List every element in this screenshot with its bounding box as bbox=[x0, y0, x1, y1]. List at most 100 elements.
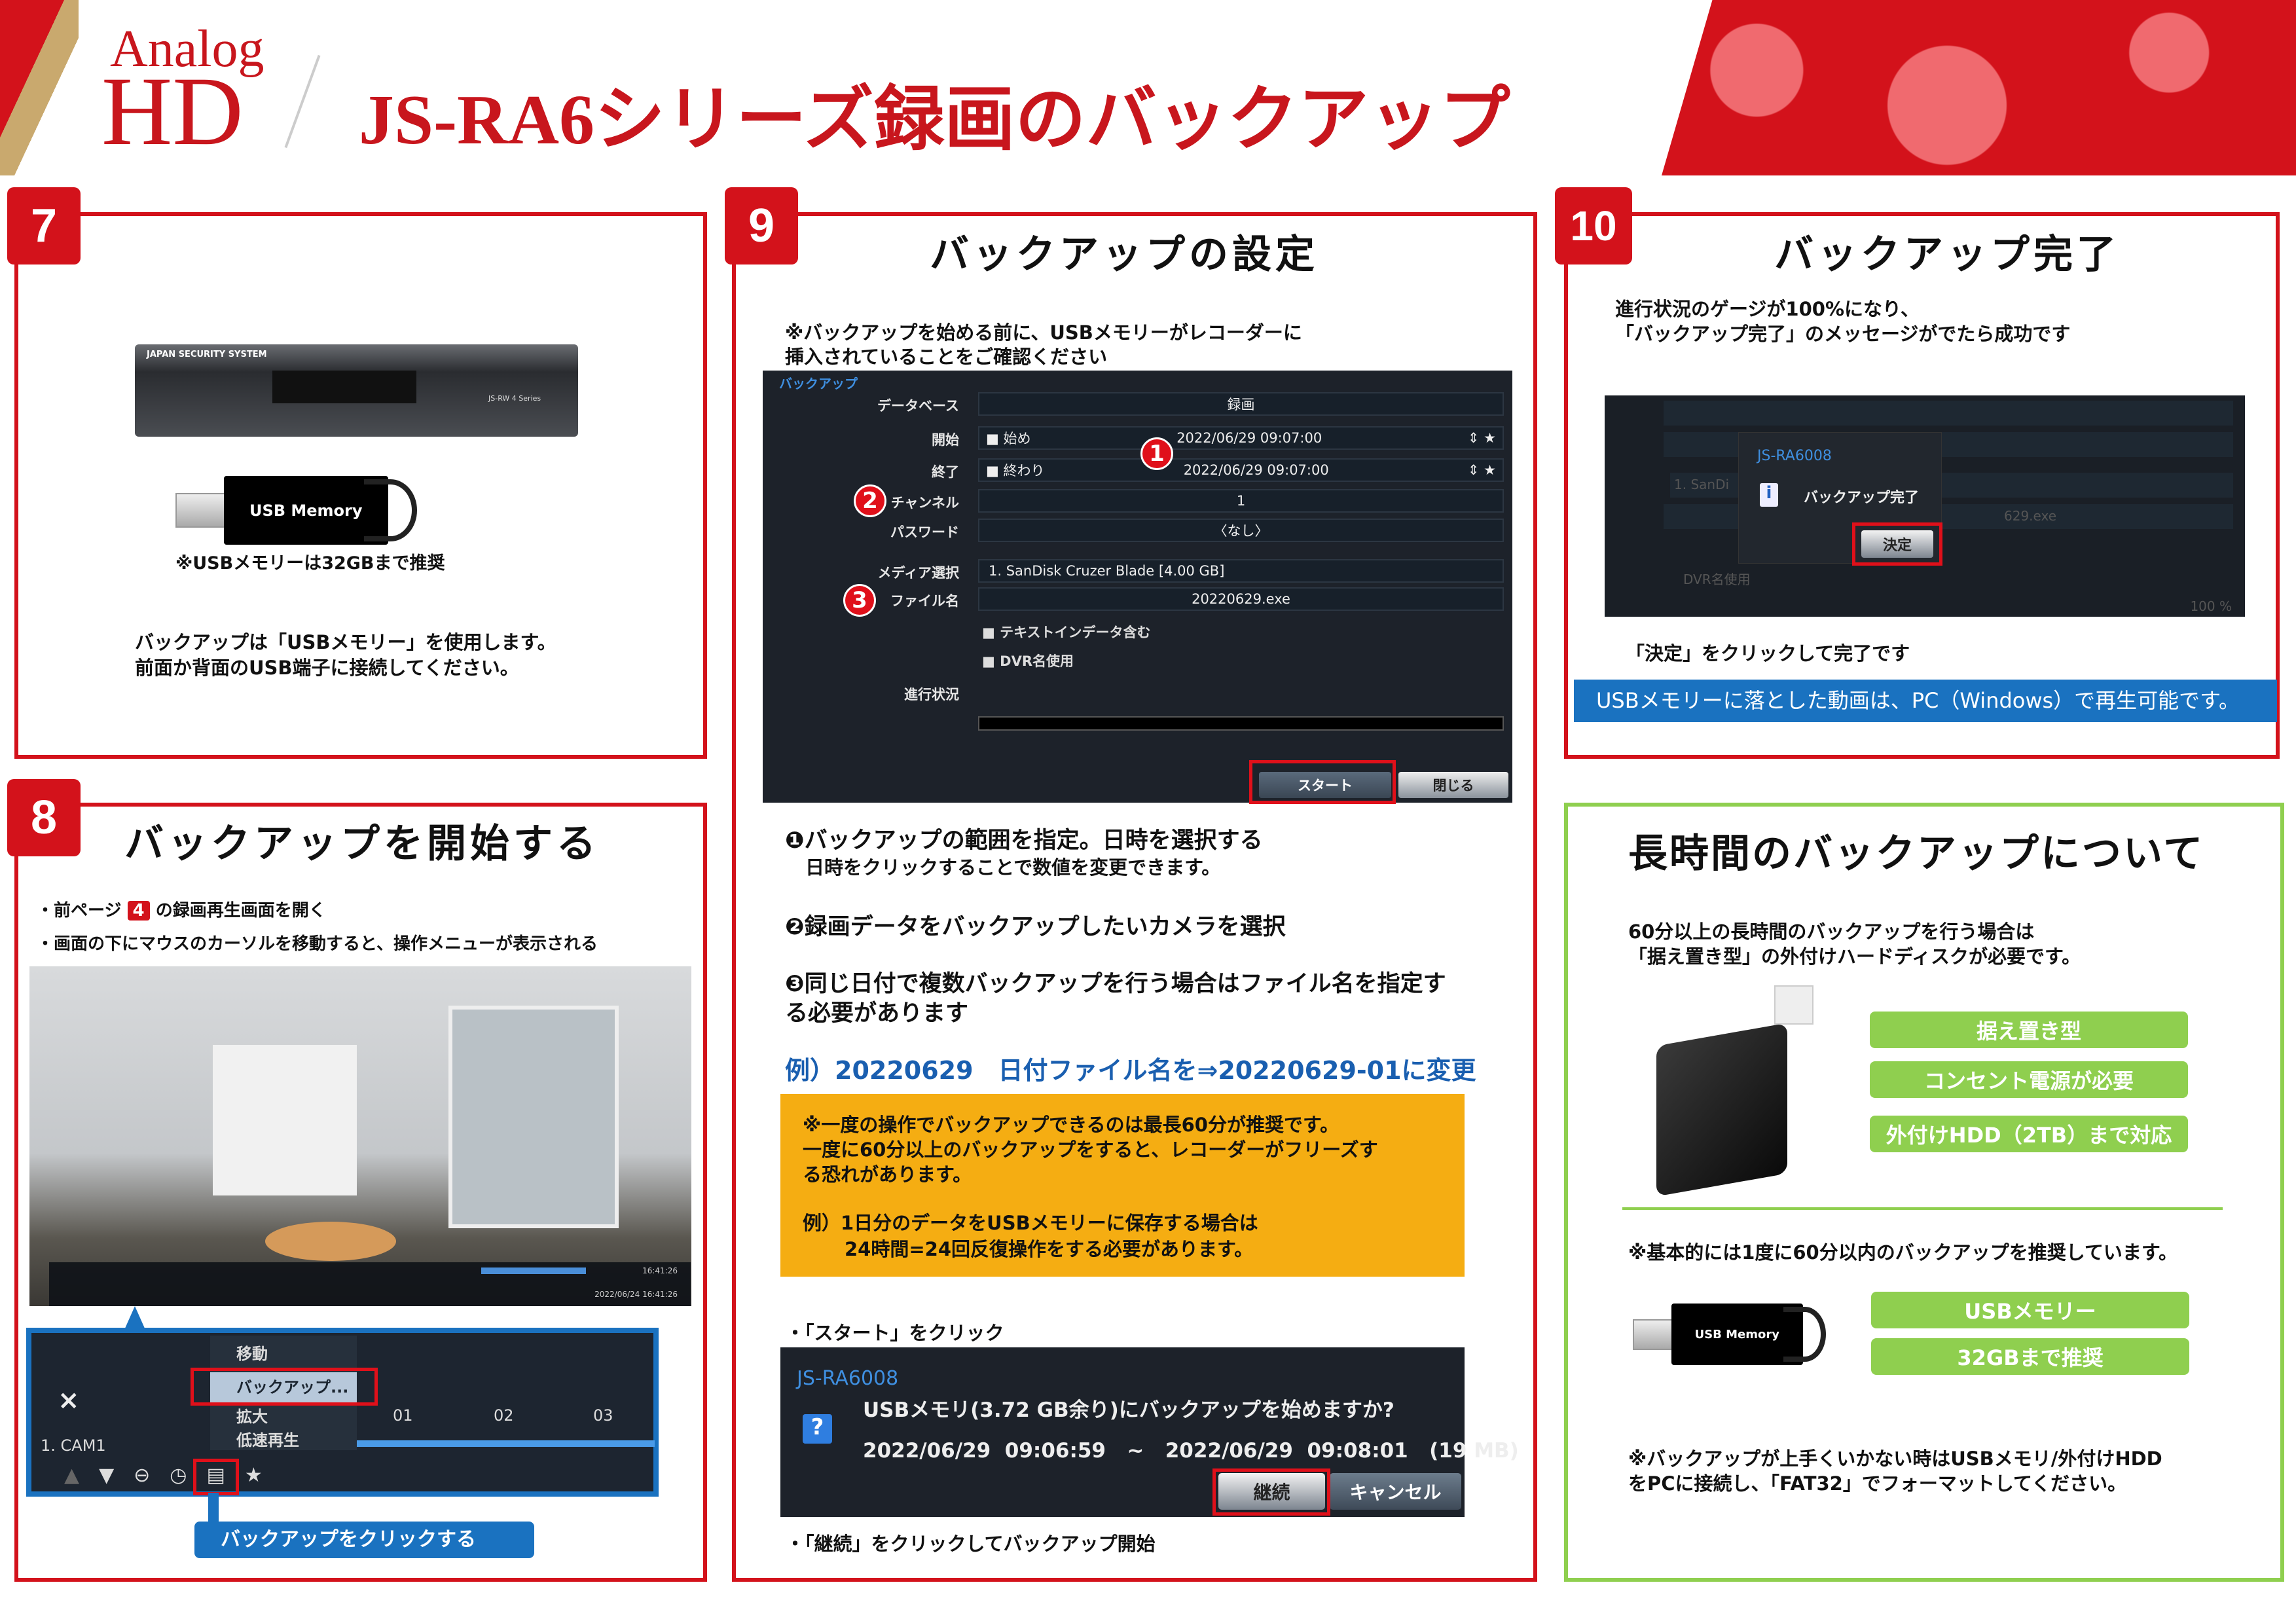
long-foot-2: をPCに接続し、「FAT32」でフォーマットしてください。 bbox=[1628, 1472, 2127, 1495]
office-door bbox=[448, 1006, 619, 1228]
media-label: メディア選択 bbox=[877, 565, 959, 581]
warning-line-5: 24時間=24回反復操作をする必要があります。 bbox=[845, 1238, 1254, 1260]
s10-text-1: 進行状況のゲージが100%になり、 bbox=[1615, 298, 1920, 320]
channel-label: チャンネル bbox=[890, 495, 959, 511]
s8-bullet-1: ・前ページ 4 の録画再生画面を開く bbox=[37, 897, 326, 921]
section-10-badge: 10 bbox=[1555, 187, 1632, 264]
bg-progress: 100 % bbox=[2190, 598, 2232, 614]
highlight-ok-button bbox=[1852, 522, 1942, 566]
ok-button[interactable]: 決定 bbox=[1861, 530, 1933, 558]
start-time: 2022/06/29 09:07:00 bbox=[1176, 430, 1322, 446]
s8-bullet-2: ・画面の下にマウスのカーソルを移動すると、操作メニューが表示される bbox=[37, 934, 598, 954]
dvr-model: JS-RW 4 Series bbox=[488, 394, 541, 403]
menu-item-move[interactable]: 移動 bbox=[236, 1345, 268, 1363]
tag-32gb: 32GBまで推奨 bbox=[1871, 1338, 2189, 1375]
explain-2: ❷録画データをバックアップしたいカメラを選択 bbox=[785, 914, 1286, 940]
backup-icon[interactable]: ▤ bbox=[206, 1464, 225, 1487]
start-time-field[interactable]: ■ 始め 2022/06/29 09:07:00 ⇕ ★ bbox=[978, 426, 1504, 450]
tick-02: 02 bbox=[494, 1406, 514, 1425]
up-arrow-icon[interactable]: ▲ bbox=[64, 1464, 80, 1487]
channel-field[interactable]: 1 bbox=[978, 489, 1504, 513]
warning-line-1: ※一度の操作でバックアップできるのは最長60分が推奨です。 bbox=[803, 1114, 1339, 1136]
confirm-message: USBメモリ(3.72 GB余り)にバックアップを始めますか? bbox=[863, 1398, 1394, 1422]
zoom-out-icon[interactable]: ⊖ bbox=[134, 1464, 151, 1487]
s10-title: バックアップ完了 bbox=[1774, 232, 2120, 278]
logo-hd: HD bbox=[101, 57, 244, 166]
question-icon: ? bbox=[803, 1414, 832, 1444]
playback-date: 2022/06/24 16:41:26 bbox=[594, 1290, 678, 1299]
tag-outlet-power: コンセント電源が必要 bbox=[1870, 1061, 2188, 1098]
tick-01: 01 bbox=[393, 1406, 413, 1425]
marker-1: 1 bbox=[1140, 437, 1173, 470]
click-start-instruction: ・「スタート」をクリック bbox=[786, 1322, 1004, 1344]
timeline-progress bbox=[481, 1267, 586, 1274]
external-hdd-image bbox=[1656, 1023, 1787, 1197]
dvr-brand: JAPAN SECURITY SYSTEM bbox=[147, 350, 267, 359]
start-checkbox[interactable]: ■ 始め bbox=[986, 431, 1031, 447]
calendar-clock-icon[interactable]: ◷ bbox=[170, 1464, 187, 1487]
logo-divider bbox=[284, 54, 321, 149]
s7-text-2: 前面か背面のUSB端子に接続してください。 bbox=[135, 657, 519, 679]
highlight-backup-menu bbox=[191, 1368, 378, 1406]
playback-time: 16:41:26 bbox=[642, 1266, 678, 1275]
info-icon: i bbox=[1760, 483, 1778, 507]
filename-field[interactable]: 20220629.exe bbox=[978, 587, 1504, 611]
dvr-name-label: DVR名使用 bbox=[1000, 653, 1074, 669]
progress-bar bbox=[978, 716, 1504, 731]
continue-button[interactable]: 継続 bbox=[1218, 1473, 1325, 1510]
s10-after-text: 「決定」をクリックして完了です bbox=[1626, 642, 1910, 665]
context-menu: 移動 バックアップ... 拡大 低速再生 bbox=[210, 1336, 357, 1450]
click-continue-instruction: ・「継続」をクリックしてバックアップ開始 bbox=[786, 1533, 1156, 1555]
section-9-badge: 9 bbox=[725, 187, 798, 264]
usb-memory-image: USB Memory bbox=[1633, 1304, 1826, 1365]
tag-usb-memory: USBメモリー bbox=[1871, 1292, 2189, 1328]
menu-item-slow[interactable]: 低速再生 bbox=[236, 1431, 299, 1450]
star-icon[interactable]: ⇕ ★ bbox=[1467, 462, 1496, 478]
playback-camera-image: 16:41:26 2022/06/24 16:41:26 bbox=[29, 966, 691, 1306]
media-select[interactable]: 1. SanDisk Cruzer Blade [4.00 GB] bbox=[978, 559, 1504, 583]
office-table bbox=[265, 1222, 396, 1261]
start-check-label: 始め bbox=[1003, 431, 1031, 447]
explain-3a: ❸同じ日付で複数バックアップを行う場合はファイル名を指定す bbox=[785, 971, 1446, 997]
end-time-field[interactable]: ■ 終わり 2022/06/29 09:07:00 ⇕ ★ bbox=[978, 458, 1504, 482]
page-title: JS-RA6シリーズ録画のバックアップ bbox=[359, 81, 1510, 159]
filename-label: ファイル名 bbox=[890, 593, 959, 609]
menu-item-backup[interactable]: バックアップ... bbox=[210, 1372, 357, 1402]
office-wall bbox=[213, 1045, 357, 1195]
s10-text-2: 「バックアップ完了」のメッセージがでたら成功です bbox=[1615, 323, 2071, 345]
start-button[interactable]: スタート bbox=[1259, 772, 1391, 798]
power-outlet-image bbox=[1774, 985, 1813, 1025]
header-pattern-decoration bbox=[1662, 0, 2296, 175]
star-icon[interactable]: ⇕ ★ bbox=[1467, 430, 1496, 446]
highlight-start-button bbox=[1249, 760, 1396, 804]
dvr-display bbox=[272, 371, 416, 403]
long-title: 長時間のバックアップについて bbox=[1628, 831, 2205, 877]
logo-analog: Analog bbox=[110, 20, 264, 78]
menu-item-zoom[interactable]: 拡大 bbox=[236, 1408, 268, 1426]
dvr-name-checkbox[interactable]: ■ DVR名使用 bbox=[982, 653, 1074, 669]
end-time: 2022/06/29 09:07:00 bbox=[1183, 462, 1329, 478]
bullet-text: の録画再生画面を開く bbox=[155, 901, 326, 921]
end-checkbox[interactable]: ■ 終わり bbox=[986, 463, 1045, 479]
close-icon[interactable]: × bbox=[58, 1385, 80, 1415]
cancel-button[interactable]: キャンセル bbox=[1330, 1473, 1461, 1510]
confirm-range: 2022/06/29 09:06:59 ~ 2022/06/29 09:08:0… bbox=[863, 1439, 1519, 1463]
database-field[interactable]: 録画 bbox=[978, 392, 1504, 416]
toolbar: ▲ ▼ ⊖ ◷ ▤ ★ bbox=[64, 1464, 263, 1487]
warning-line-4: 例）1日分のデータをUSBメモリーに保存する場合は bbox=[803, 1212, 1258, 1234]
timeline-bar[interactable] bbox=[357, 1440, 655, 1447]
password-field[interactable]: 〈なし〉 bbox=[978, 519, 1504, 542]
explain-1b: 日時をクリックすることで数値を変更できます。 bbox=[805, 856, 1221, 879]
close-button[interactable]: 閉じる bbox=[1398, 772, 1508, 798]
tag-stationary: 据え置き型 bbox=[1870, 1012, 2188, 1048]
text-data-checkbox[interactable]: ■ テキストインデータ含む bbox=[982, 625, 1151, 640]
star-icon[interactable]: ★ bbox=[244, 1464, 263, 1487]
password-label: パスワード bbox=[890, 524, 959, 540]
filename-example: 例）20220629 日付ファイル名を⇒20220629-01に変更 bbox=[785, 1056, 1476, 1085]
usb-memory-image: USB Memory bbox=[175, 476, 417, 545]
confirm-dialog-title: JS-RA6008 bbox=[797, 1367, 899, 1390]
s9-note-1: ※バックアップを始める前に、USBメモリーがレコーダーに bbox=[785, 321, 1302, 344]
long-text-2: 「据え置き型」の外付けハードディスクが必要です。 bbox=[1628, 945, 2081, 968]
down-arrow-icon[interactable]: ▼ bbox=[99, 1464, 115, 1487]
dvr-window-title: バックアップ bbox=[779, 376, 858, 392]
